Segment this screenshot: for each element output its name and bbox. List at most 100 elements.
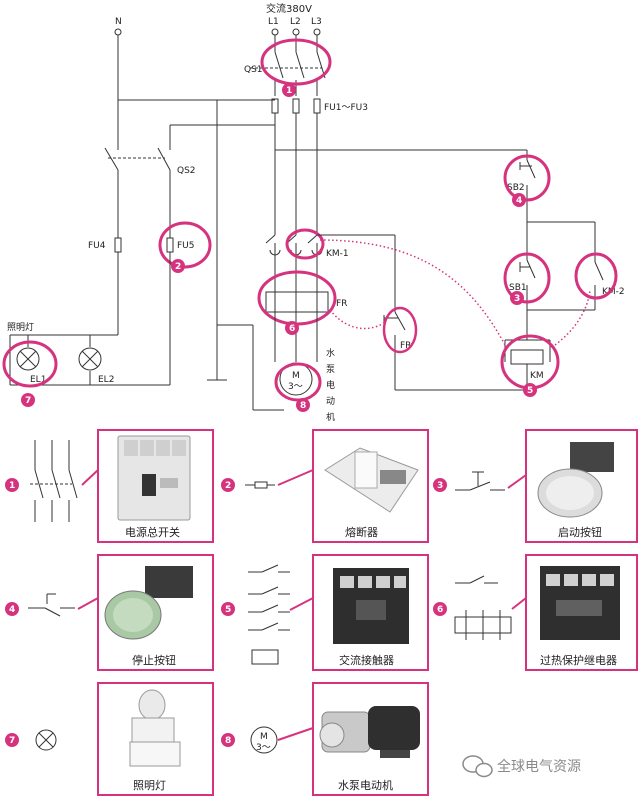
badge-3: 3 bbox=[510, 291, 524, 305]
control-wiring bbox=[317, 185, 596, 391]
phase-l2-label: L2 bbox=[290, 17, 301, 27]
legend-6-photo-thermal-relay bbox=[540, 566, 620, 640]
fu5-symbol bbox=[166, 237, 174, 253]
ground-symbol bbox=[207, 325, 227, 381]
legend-4-photo-stop-button bbox=[104, 566, 193, 640]
legend-5-symbol bbox=[248, 564, 290, 665]
legend-3-number: 3 bbox=[437, 481, 443, 491]
legend-item-6: 6 过热保护继电器 bbox=[433, 554, 638, 671]
sb2-label: SB2 bbox=[507, 183, 525, 193]
legend-7-number: 7 bbox=[9, 736, 15, 746]
legend-6-number: 6 bbox=[437, 605, 443, 615]
el1-highlight-ring bbox=[2, 340, 58, 388]
fu5-highlight-ring bbox=[158, 221, 212, 269]
badge-2: 2 bbox=[171, 259, 185, 273]
badge-1: 1 bbox=[282, 83, 296, 97]
legend-5-number: 5 bbox=[225, 605, 231, 615]
svg-text:1: 1 bbox=[286, 86, 292, 96]
legend-4-pointer bbox=[77, 597, 99, 610]
km2-aux-contact-symbol bbox=[594, 261, 604, 281]
motor-desc-char-5: 机 bbox=[326, 411, 335, 423]
sb1-highlight-ring bbox=[503, 252, 551, 304]
motor-wiring bbox=[252, 314, 318, 411]
legend-2-photo-fuse bbox=[324, 447, 419, 513]
motor-description-label: 水 泵 电 动 机 bbox=[326, 347, 335, 423]
svg-text:4: 4 bbox=[516, 196, 522, 206]
legend-4-number: 4 bbox=[9, 605, 15, 615]
supply-terminals bbox=[114, 28, 321, 36]
lighting-switch-qs2-symbol bbox=[104, 147, 171, 240]
svg-text:7: 7 bbox=[25, 396, 31, 406]
legend-8-number: 8 bbox=[225, 736, 231, 746]
fu4-symbol bbox=[114, 237, 122, 253]
legend-item-5: 5 交流接触器 bbox=[221, 554, 429, 671]
qs1-highlight-ring bbox=[260, 38, 332, 86]
legend-3-photo-start-button bbox=[537, 442, 614, 518]
power-wiring bbox=[117, 35, 528, 326]
fu4-label: FU4 bbox=[88, 241, 106, 251]
legend-5-photo-contactor bbox=[333, 568, 409, 644]
legend-1-caption: 电源总开关 bbox=[125, 525, 180, 539]
fr-contact-label: FR bbox=[400, 341, 411, 351]
lamp-title-label: 照明灯 bbox=[7, 322, 34, 333]
motor-desc-char-3: 电 bbox=[326, 379, 335, 391]
legend-8-photo-pump bbox=[319, 706, 420, 758]
legend-item-4: 4 停止按钮 bbox=[5, 554, 214, 671]
legend-item-3: 3 启动按钮 bbox=[433, 429, 638, 543]
svg-text:5: 5 bbox=[527, 386, 533, 396]
legend-5-pointer bbox=[289, 597, 314, 611]
svg-text:8: 8 bbox=[300, 401, 306, 411]
legend-2-frame bbox=[312, 429, 429, 543]
motor-symbol-m: M bbox=[292, 371, 300, 381]
legend-7-symbol bbox=[35, 729, 57, 751]
qs2-label: QS2 bbox=[177, 166, 196, 176]
motor-desc-char-4: 动 bbox=[326, 396, 335, 407]
badge-6: 6 bbox=[285, 321, 299, 335]
legend-item-1: 1 电源总开关 bbox=[5, 429, 214, 543]
legend-item-7: 7 照明灯 bbox=[5, 682, 214, 796]
legend-6-caption: 过热保护继电器 bbox=[540, 653, 617, 667]
legend-4-caption: 停止按钮 bbox=[132, 653, 176, 667]
legend-item-2: 2 熔断器 bbox=[221, 429, 429, 543]
wechat-icon bbox=[462, 755, 493, 778]
badge-7: 7 bbox=[21, 393, 35, 407]
motor-symbol-3phase: 3～ bbox=[288, 382, 303, 392]
sb2-highlight-ring bbox=[503, 154, 551, 202]
km2-label: KM-2 bbox=[602, 287, 625, 297]
qs1-label: QS1 bbox=[244, 65, 263, 75]
supply-title: 交流380V bbox=[266, 2, 312, 15]
neutral-label: N bbox=[115, 17, 122, 27]
km1-label: KM-1 bbox=[326, 249, 349, 259]
motor-desc-char-1: 水 bbox=[326, 347, 335, 359]
fr-thermal-symbol bbox=[265, 290, 329, 314]
fu5-label: FU5 bbox=[177, 241, 195, 251]
legend-7-caption: 照明灯 bbox=[133, 779, 166, 792]
motor-desc-char-2: 泵 bbox=[326, 364, 335, 375]
lamp-el1-symbol bbox=[16, 347, 40, 371]
legend-item-8: 8 M 3～ 水泵电动机 bbox=[221, 682, 429, 796]
legend-3-caption: 启动按钮 bbox=[558, 525, 602, 539]
km-coil-symbol bbox=[510, 349, 544, 365]
legend-8-symbol-3phase: 3～ bbox=[256, 743, 271, 753]
badge-5: 5 bbox=[523, 383, 537, 397]
badge-4: 4 bbox=[512, 193, 526, 207]
legend-2-caption: 熔断器 bbox=[345, 525, 378, 539]
km-contact-highlight-ring bbox=[285, 228, 325, 260]
sb1-label: SB1 bbox=[509, 283, 527, 293]
circuit-badges: 1 2 3 4 5 6 7 8 bbox=[21, 83, 537, 412]
main-fuses-label: FU1～FU3 bbox=[324, 103, 368, 113]
svg-text:2: 2 bbox=[175, 262, 181, 272]
phase-l1-label: L1 bbox=[268, 17, 279, 27]
sb1-start-symbol bbox=[519, 259, 536, 279]
el1-label: EL1 bbox=[30, 375, 46, 385]
legend-1-photo-breaker bbox=[117, 435, 191, 521]
legend-6-symbol bbox=[454, 575, 512, 640]
svg-text:3: 3 bbox=[514, 294, 520, 304]
legend-8-caption: 水泵电动机 bbox=[338, 778, 393, 792]
legend-8-pointer bbox=[277, 727, 314, 741]
legend-2-pointer bbox=[277, 469, 314, 486]
motor-highlight-ring bbox=[274, 362, 322, 402]
legend-5-caption: 交流接触器 bbox=[339, 653, 394, 667]
legend-2-number: 2 bbox=[225, 481, 231, 491]
